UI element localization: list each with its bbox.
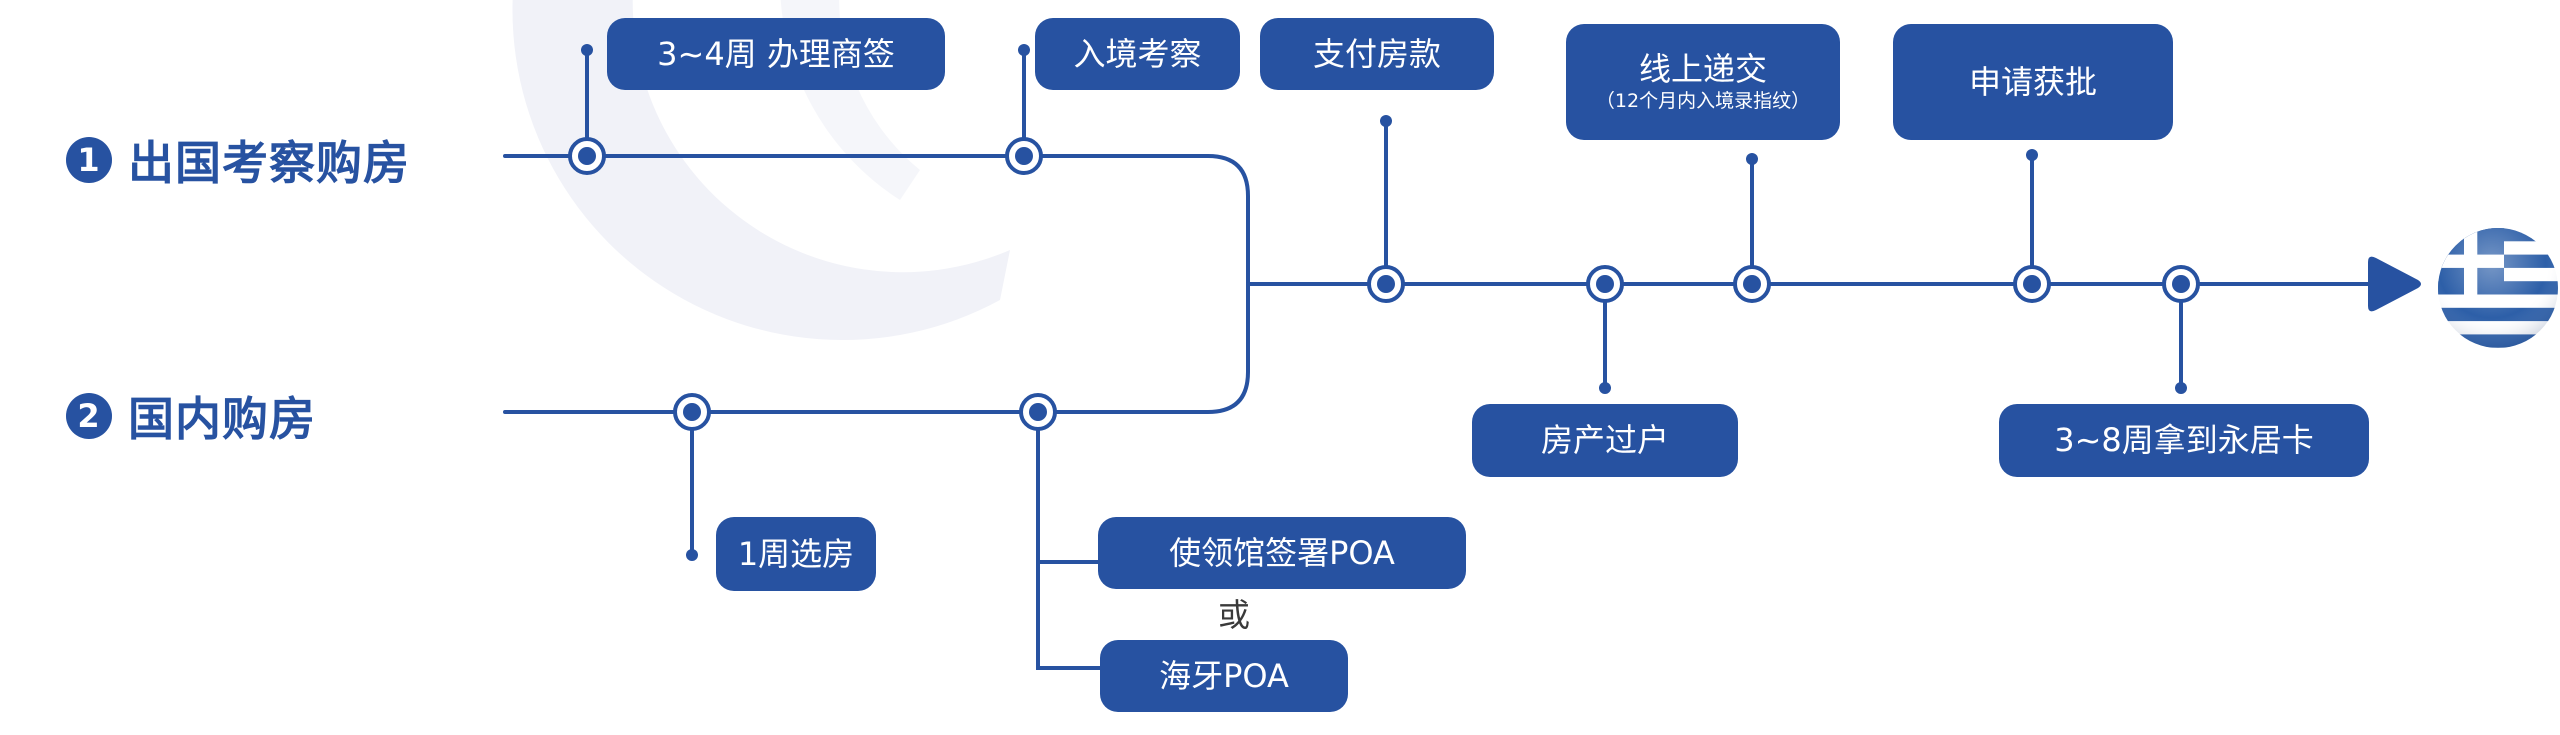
connector bbox=[1036, 410, 1102, 670]
step-inspection-trip: 入境考察 bbox=[1035, 18, 1240, 90]
step-select-property: 1周选房 bbox=[716, 517, 876, 591]
arrow-head-icon bbox=[2368, 256, 2421, 312]
connector-dot bbox=[1599, 382, 1611, 394]
step-property-transfer: 房产过户 bbox=[1472, 404, 1738, 477]
step-online-submission: 线上递交 （12个月内入境录指纹） bbox=[1566, 24, 1840, 140]
step-label: 3~8周拿到永居卡 bbox=[2054, 421, 2314, 460]
connector-dot bbox=[2175, 382, 2187, 394]
or-label: 或 bbox=[1218, 596, 1251, 634]
step-label: 入境考察 bbox=[1073, 34, 1202, 73]
step-label: 线上递交 bbox=[1638, 49, 1767, 88]
route-2-label: 2 国内购房 bbox=[66, 383, 316, 449]
timeline-node bbox=[1019, 393, 1057, 431]
step-label: 使领馆签署POA bbox=[1169, 533, 1395, 572]
route-number-badge: 2 bbox=[66, 393, 112, 439]
route2-line bbox=[503, 282, 1250, 414]
route-title: 国内购房 bbox=[128, 392, 316, 446]
route-title: 出国考察购房 bbox=[128, 136, 410, 190]
step-label: 3~4周 办理商签 bbox=[657, 34, 895, 73]
timeline-node bbox=[1005, 137, 1043, 175]
step-consulate-poa: 使领馆签署POA bbox=[1098, 517, 1466, 589]
connector-dot bbox=[686, 549, 698, 561]
step-label: 1周选房 bbox=[737, 534, 855, 573]
route-number-badge: 1 bbox=[66, 137, 112, 183]
timeline-node bbox=[568, 137, 606, 175]
route1-line bbox=[503, 154, 1250, 286]
timeline-node bbox=[2162, 265, 2200, 303]
step-label: 房产过户 bbox=[1540, 421, 1669, 460]
timeline-node bbox=[1586, 265, 1624, 303]
step-label: 申请获批 bbox=[1968, 62, 2097, 101]
step-residence-card: 3~8周拿到永居卡 bbox=[1999, 404, 2369, 477]
step-label: 支付房款 bbox=[1312, 34, 1441, 73]
timeline-node bbox=[1733, 265, 1771, 303]
connector-dot bbox=[1380, 115, 1392, 127]
greece-flag-icon bbox=[2438, 228, 2558, 348]
timeline-node bbox=[1367, 265, 1405, 303]
connector-dot bbox=[1018, 44, 1030, 56]
connector-dot bbox=[581, 44, 593, 56]
step-approval: 申请获批 bbox=[1893, 24, 2173, 140]
step-sublabel: （12个月内入境录指纹） bbox=[1595, 90, 1811, 113]
timeline-node bbox=[2013, 265, 2051, 303]
connector-dot bbox=[1746, 153, 1758, 165]
connector-dot bbox=[2026, 149, 2038, 161]
step-label: 海牙POA bbox=[1159, 656, 1289, 695]
step-hague-poa: 海牙POA bbox=[1100, 640, 1348, 712]
step-pay-property: 支付房款 bbox=[1260, 18, 1494, 90]
route-1-label: 1 出国考察购房 bbox=[66, 127, 410, 193]
timeline-node bbox=[673, 393, 711, 431]
step-business-visa: 3~4周 办理商签 bbox=[607, 18, 945, 90]
